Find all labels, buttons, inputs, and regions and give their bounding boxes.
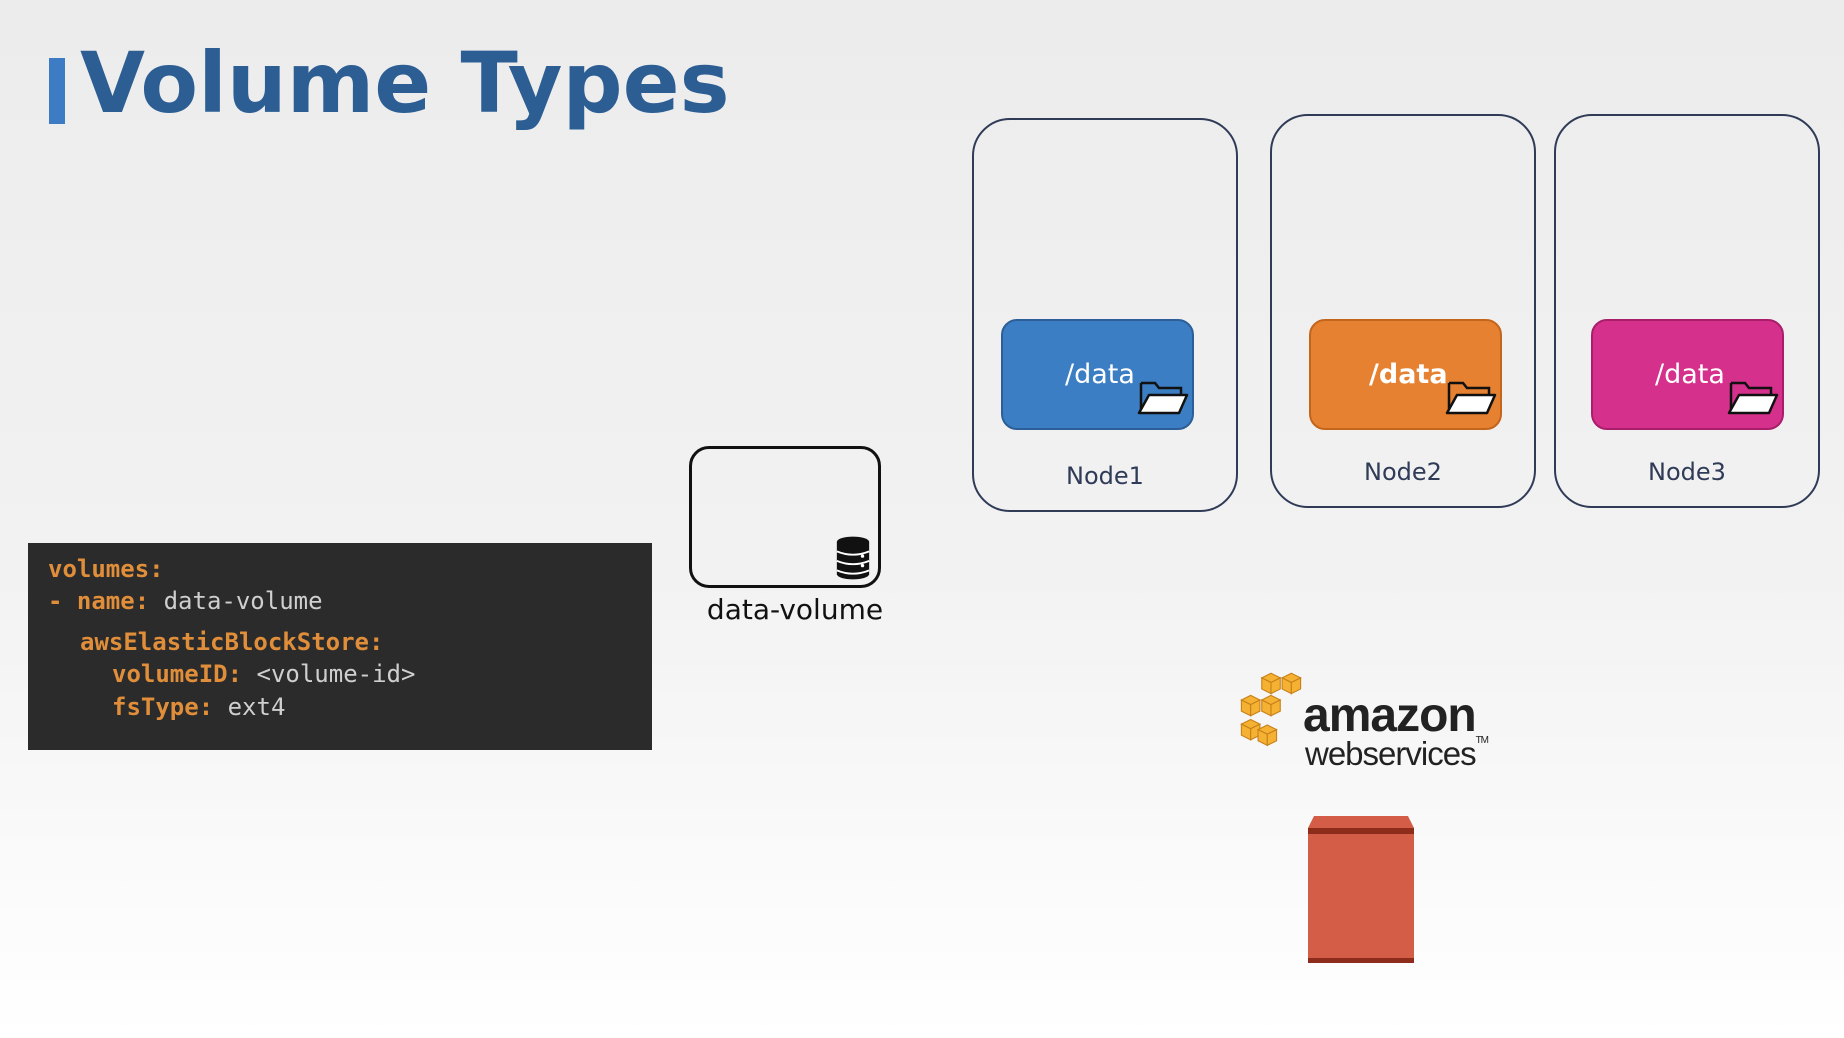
code-line: fsType: ext4 — [112, 693, 285, 721]
node-1-mount-path: /data — [1065, 359, 1135, 390]
code-key: fsType: — [112, 693, 214, 721]
aws-tm: TM — [1475, 735, 1489, 746]
data-volume-label: data-volume — [706, 593, 884, 626]
node-2-mount-path: /data — [1369, 359, 1448, 390]
open-folder-icon — [1137, 381, 1189, 415]
database-icon — [836, 536, 870, 580]
code-line: volumeID: <volume-id> — [112, 660, 415, 688]
code-key: name: — [76, 587, 150, 615]
code-line: volumes: — [48, 555, 164, 583]
node-3-mount-path: /data — [1655, 359, 1725, 390]
code-line: awsElasticBlockStore: — [80, 628, 383, 656]
node-1-data-volume: /data — [1001, 319, 1194, 430]
yaml-code-block: volumes: - name: data-volume awsElasticB… — [28, 543, 652, 750]
code-line: - name: data-volume — [48, 587, 323, 615]
code-value: <volume-id> — [242, 660, 416, 688]
code-key: awsElasticBlockStore: — [80, 628, 384, 656]
ebs-volume-icon — [1308, 816, 1414, 963]
node-3-data-volume: /data — [1591, 319, 1784, 430]
node-3-label: Node3 — [1648, 458, 1726, 486]
node-2: /data Node2 — [1270, 114, 1536, 508]
open-folder-icon — [1445, 381, 1497, 415]
node-1-label: Node1 — [1066, 462, 1144, 490]
aws-amazon-text: amazon — [1303, 689, 1477, 742]
node-2-data-volume: /data — [1309, 319, 1502, 430]
node-3: /data Node3 — [1554, 114, 1820, 508]
node-2-label: Node2 — [1364, 458, 1442, 486]
data-volume-box — [689, 446, 881, 588]
title-accent-bar — [49, 58, 65, 124]
aws-cubes-icon — [1240, 672, 1302, 747]
aws-webservices-text: webservicesTM — [1305, 735, 1489, 773]
code-value: ext4 — [213, 693, 286, 721]
code-value: data-volume — [149, 587, 323, 615]
page-title: Volume Types — [80, 34, 730, 132]
node-1: /data Node1 — [972, 118, 1238, 512]
code-key: volumeID: — [112, 660, 243, 688]
code-key: volumes: — [48, 555, 164, 583]
code-dash: - — [48, 587, 77, 615]
open-folder-icon — [1727, 381, 1779, 415]
aws-webservices-word: webservices — [1305, 735, 1477, 772]
